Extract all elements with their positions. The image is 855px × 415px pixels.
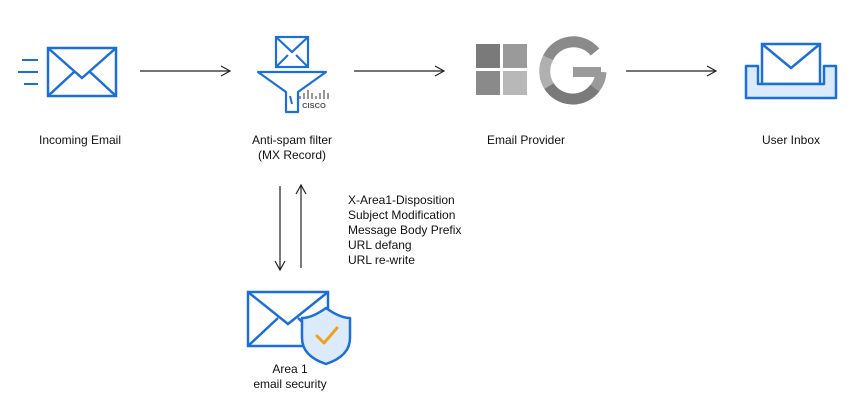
- google-logo-icon: [539, 36, 607, 105]
- user-inbox-label: User Inbox: [746, 133, 836, 148]
- funnel-filter-icon: [256, 35, 328, 114]
- incoming-email-icon: [18, 46, 118, 98]
- action-item: URL re-write: [348, 253, 415, 267]
- area1-text: Area 1: [272, 362, 308, 376]
- incoming-email-text: Incoming Email: [38, 133, 122, 147]
- email-provider-label: Email Provider: [478, 133, 574, 148]
- shield-check-icon: [300, 306, 352, 366]
- action-item: Subject Modification: [348, 208, 456, 222]
- incoming-email-label: Incoming Email: [22, 133, 138, 148]
- user-inbox-text: User Inbox: [761, 133, 821, 147]
- area1-security-icon: [246, 290, 352, 366]
- action-item: Message Body Prefix: [348, 223, 462, 237]
- anti-spam-filter-label: Anti-spam filter (MX Record): [232, 133, 352, 163]
- microsoft-logo-icon: [476, 44, 527, 95]
- user-inbox-icon: [744, 42, 838, 100]
- actions-list: X-Area1-Disposition Subject Modification…: [348, 193, 461, 268]
- action-item: URL defang: [348, 238, 412, 252]
- email-provider-text: Email Provider: [486, 133, 566, 147]
- anti-spam-filter-text: Anti-spam filter: [251, 133, 333, 147]
- mx-record-text: (MX Record): [257, 148, 326, 162]
- area1-label: Area 1 email security: [240, 362, 340, 392]
- action-item: X-Area1-Disposition: [348, 193, 455, 207]
- email-security-text: email security: [253, 377, 327, 391]
- cisco-logo-text: CISCO: [302, 101, 326, 110]
- cisco-logo-icon: CISCO: [299, 90, 329, 110]
